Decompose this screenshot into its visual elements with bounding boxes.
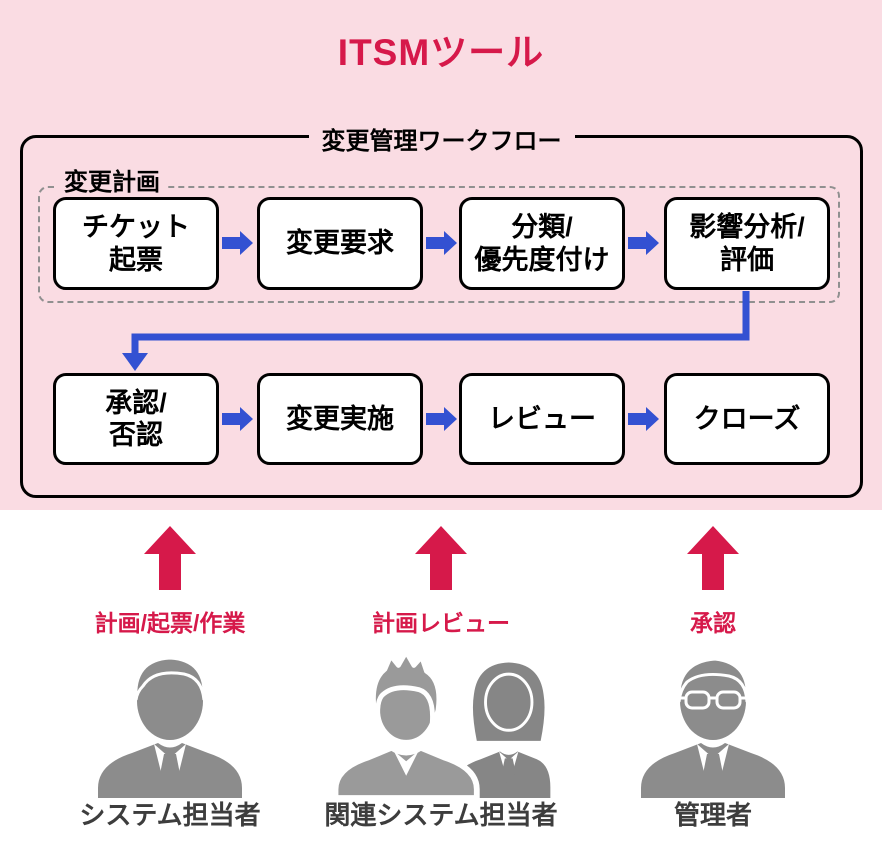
step-label: クローズ	[693, 403, 801, 434]
step-label: 影響分析/ 評価	[689, 212, 805, 275]
change-management-frame: 変更管理ワークフロー 変更計画 チケット 起票 変更要求 分類/ 優先度付け 影…	[20, 121, 863, 498]
step-label: レビュー	[488, 403, 596, 434]
actor-activity-label: 計画レビュー	[372, 610, 510, 636]
step-label: 分類/ 優先度付け	[474, 212, 610, 275]
change-plan-label: 変更計画	[56, 162, 168, 197]
diagram-title: ITSMツール	[337, 32, 545, 73]
actor-name-label: 管理者	[673, 800, 752, 830]
actor-manager: 承認 管理者	[563, 510, 863, 841]
step-label: 承認/ 否認	[105, 387, 167, 450]
actor-system-staff: 計画/起票/作業 システム担当者	[20, 510, 320, 841]
frame-title: 変更管理ワークフロー	[308, 121, 575, 156]
step-approve-reject: 承認/ 否認	[53, 373, 219, 465]
actor-name-label: 関連システム担当者	[324, 800, 558, 830]
step-impact-analysis: 影響分析/ 評価	[664, 197, 830, 290]
actor-activity-label: 承認	[690, 610, 736, 636]
step-change-implementation: 変更実施	[257, 373, 423, 465]
step-classification-priority: 分類/ 優先度付け	[459, 197, 625, 290]
step-label: チケット 起票	[82, 212, 190, 275]
person-pair-icon	[332, 649, 551, 798]
step-close: クローズ	[664, 373, 830, 465]
step-change-request: 変更要求	[257, 197, 423, 290]
step-review: レビュー	[459, 373, 625, 465]
step-label: 変更要求	[286, 228, 394, 259]
person-business-icon	[98, 656, 242, 798]
actor-name-label: システム担当者	[79, 800, 261, 830]
actor-activity-label: 計画/起票/作業	[94, 610, 246, 636]
itsm-tool-section: ITSMツール 変更管理ワークフロー 変更計画 チケット 起票 変更要求 分類/…	[0, 0, 882, 510]
up-arrow-icon	[687, 526, 739, 590]
actor-related-system-staff: 計画レビュー 関連システム担当者	[291, 510, 591, 841]
step-label: 変更実施	[286, 403, 394, 434]
up-arrow-icon	[144, 526, 196, 590]
step-ticket-creation: チケット 起票	[53, 197, 219, 290]
up-arrow-icon	[415, 526, 467, 590]
person-glasses-icon	[641, 657, 785, 798]
